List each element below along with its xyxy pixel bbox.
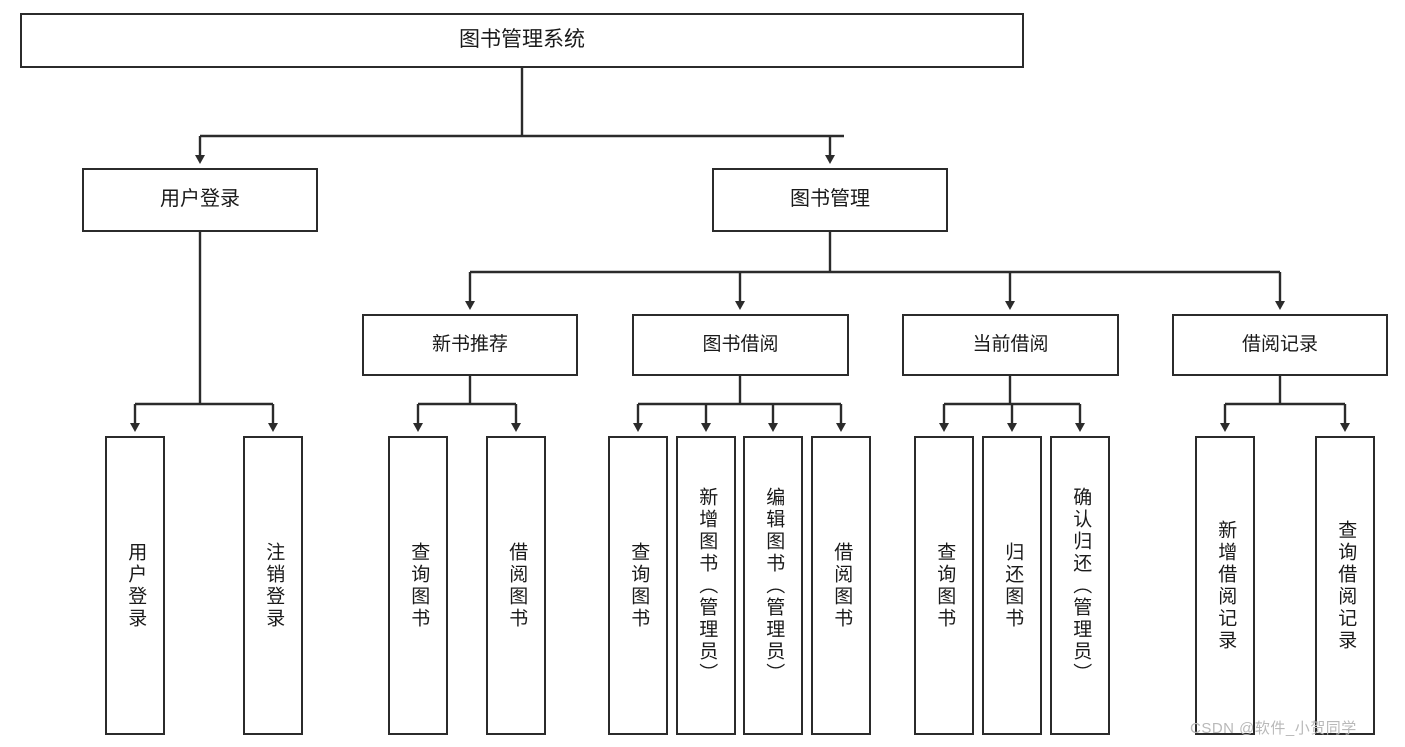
node-label: 查询图书: [408, 541, 430, 630]
leaf-borrow-book-newbook[interactable]: 借阅图书: [486, 436, 546, 735]
leaf-add-book-admin[interactable]: 新增图书（管理员）: [676, 436, 736, 735]
node-label: 确认归还（管理员）: [1070, 486, 1092, 685]
node-book-borrowing[interactable]: 图书借阅: [632, 314, 849, 376]
leaf-return-book[interactable]: 归还图书: [982, 436, 1042, 735]
node-new-book-recommendation[interactable]: 新书推荐: [362, 314, 578, 376]
node-borrow-records[interactable]: 借阅记录: [1172, 314, 1388, 376]
node-label: 查询图书: [628, 541, 650, 630]
node-label: 新增图书（管理员）: [696, 486, 718, 685]
leaf-confirm-return-admin[interactable]: 确认归还（管理员）: [1050, 436, 1110, 735]
node-label: 注销登录: [263, 541, 285, 630]
leaf-query-book-newbook[interactable]: 查询图书: [388, 436, 448, 735]
node-label: 归还图书: [1002, 541, 1024, 630]
node-label: 图书管理: [790, 188, 870, 211]
leaf-add-borrow-record[interactable]: 新增借阅记录: [1195, 436, 1255, 735]
leaf-edit-book-admin[interactable]: 编辑图书（管理员）: [743, 436, 803, 735]
node-label: 图书借阅: [702, 333, 779, 355]
leaf-logout[interactable]: 注销登录: [243, 436, 303, 735]
node-user-login[interactable]: 用户登录: [82, 168, 318, 232]
node-book-management[interactable]: 图书管理: [712, 168, 948, 232]
node-label: 编辑图书（管理员）: [763, 486, 785, 685]
node-label: 查询借阅记录: [1335, 519, 1357, 652]
node-label: 借阅图书: [831, 541, 853, 630]
watermark-text: CSDN @软件_小贺同学: [1190, 720, 1357, 737]
node-label: 图书管理系统: [459, 28, 585, 52]
node-label: 用户登录: [160, 188, 240, 211]
node-label: 借阅记录: [1241, 333, 1318, 355]
node-label: 当前借阅: [972, 333, 1049, 355]
node-label: 新书推荐: [431, 333, 508, 355]
leaf-borrow-book-borrowing[interactable]: 借阅图书: [811, 436, 871, 735]
leaf-user-login[interactable]: 用户登录: [105, 436, 165, 735]
node-root-book-management-system[interactable]: 图书管理系统: [20, 13, 1024, 68]
leaf-query-borrow-record[interactable]: 查询借阅记录: [1315, 436, 1375, 735]
leaf-query-book-current[interactable]: 查询图书: [914, 436, 974, 735]
leaf-query-book-borrowing[interactable]: 查询图书: [608, 436, 668, 735]
node-label: 用户登录: [125, 541, 147, 630]
node-current-borrowing[interactable]: 当前借阅: [902, 314, 1119, 376]
node-label: 新增借阅记录: [1215, 519, 1237, 652]
node-label: 查询图书: [934, 541, 956, 630]
node-label: 借阅图书: [506, 541, 528, 630]
